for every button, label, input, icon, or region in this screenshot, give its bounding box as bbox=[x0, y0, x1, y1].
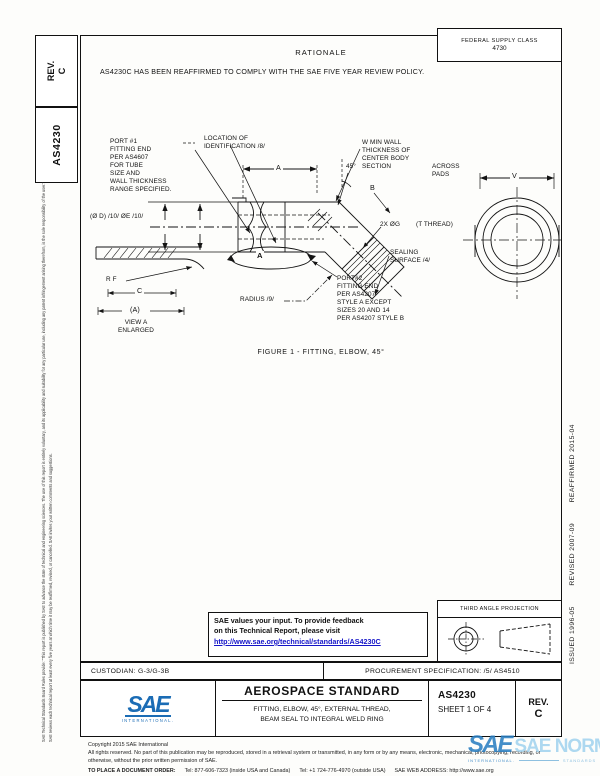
label-dim-a: A bbox=[274, 163, 283, 172]
label-45deg: 45° bbox=[346, 163, 356, 170]
doc-number-cell: AS4230 SHEET 1 OF 4 bbox=[429, 681, 516, 736]
rev-value: C bbox=[56, 67, 67, 75]
doc-number: AS4230 bbox=[438, 690, 476, 701]
view-a-detail bbox=[95, 246, 205, 315]
rev-cell-value: C bbox=[534, 708, 543, 720]
figure-caption: FIGURE 1 - FITTING, ELBOW, 45° bbox=[257, 349, 385, 356]
rev-cell-label: REV. bbox=[528, 697, 549, 707]
doc-type: AEROSPACE STANDARD bbox=[222, 681, 422, 701]
fsc-label: FEDERAL SUPPLY CLASS bbox=[461, 38, 538, 44]
tel-outside: Tel: +1 724-776-4970 (outside USA) bbox=[299, 767, 386, 774]
disclaimer-line-1: SAE Technical Standards Board Rules prov… bbox=[41, 182, 46, 743]
watermark-sae-logo: SAE bbox=[468, 731, 513, 758]
rationale-title: RATIONALE bbox=[295, 48, 347, 57]
custodian: CUSTODIAN: G-3/G-3B bbox=[81, 663, 324, 679]
rev-vertical-label: REV. C bbox=[35, 35, 78, 107]
fsc-value: 4730 bbox=[492, 45, 507, 52]
label-diameters: (Ø D) /10/ ØE /10/ bbox=[90, 213, 144, 220]
label-t-thread: (T THREAD) bbox=[416, 221, 453, 228]
watermark-sub-left: INTERNATIONAL. bbox=[468, 758, 515, 763]
label-dim-a-paren: (A) bbox=[128, 305, 142, 314]
label-dim-b: B bbox=[368, 183, 377, 192]
sheet-number: SHEET 1 OF 4 bbox=[438, 705, 492, 714]
rev-label: REV. bbox=[45, 60, 56, 82]
doc-number-box bbox=[35, 107, 78, 183]
title-block: SAE INTERNATIONAL. AEROSPACE STANDARD FI… bbox=[80, 680, 562, 737]
label-port1: PORT #1 FITTING END PER AS4607 FOR TUBE … bbox=[110, 138, 172, 193]
label-dim-g: 2X ØG bbox=[380, 221, 401, 228]
label-view-a: VIEW A ENLARGED bbox=[118, 319, 154, 334]
custodian-row: CUSTODIAN: G-3/G-3B PROCUREMENT SPECIFIC… bbox=[80, 662, 562, 680]
procurement-spec: PROCUREMENT SPECIFICATION: /5/ AS4510 bbox=[365, 667, 520, 675]
figure-1-drawing: PORT #1 FITTING END PER AS4607 FOR TUBE … bbox=[80, 125, 562, 363]
label-section-a: A bbox=[256, 251, 264, 261]
sae-logo: SAE INTERNATIONAL. bbox=[81, 681, 216, 736]
label-w-wall: W MIN WALL THICKNESS OF CENTER BODY SECT… bbox=[362, 139, 411, 170]
web-address: SAE WEB ADDRESS: http://www.sae.org bbox=[394, 767, 494, 774]
standard-title-cell: AEROSPACE STANDARD FITTING, ELBOW, 45°, … bbox=[216, 681, 429, 736]
watermark-text: SAE NORM bbox=[514, 736, 600, 757]
projection-symbol-icon bbox=[448, 622, 551, 656]
feedback-box: SAE values your input. To provide feedba… bbox=[208, 612, 428, 657]
feedback-line1: SAE values your input. To provide feedba… bbox=[214, 616, 364, 625]
feedback-line2: on this Technical Report, please visit bbox=[214, 626, 341, 636]
copyright: Copyright 2015 SAE International bbox=[88, 742, 169, 748]
sae-logo-sub: INTERNATIONAL. bbox=[121, 718, 175, 724]
label-sealing-surface: SEALING SURFACE /4/ bbox=[390, 249, 431, 264]
order-info: TO PLACE A DOCUMENT ORDER: Tel: 877-606-… bbox=[88, 767, 560, 776]
label-across-pads: ACROSS PADS bbox=[432, 163, 460, 178]
label-port2: PORT#2 FITTING END PER AS4207 STYLE A EX… bbox=[337, 275, 405, 322]
disclaimer-line-2: SAE reviews each technical report at lea… bbox=[48, 453, 54, 742]
end-view bbox=[463, 173, 562, 299]
feedback-link[interactable]: http://www.sae.org/technical/standards/A… bbox=[214, 636, 381, 646]
rationale-text: AS4230C HAS BEEN REAFFIRMED TO COMPLY WI… bbox=[100, 68, 425, 76]
revision-history: ISSUED 1996-05 REVISED 2007-09 REAFFIRME… bbox=[568, 424, 576, 664]
fitting-elbow-linework bbox=[95, 142, 562, 315]
rev-box bbox=[35, 35, 78, 107]
label-rf: R F bbox=[106, 276, 117, 283]
federal-supply-class-box: FEDERAL SUPPLY CLASS 4730 bbox=[437, 28, 562, 62]
watermark-sub-right: STANDARDS bbox=[562, 758, 597, 763]
sae-norm-watermark: SAE SAE NORM INTERNATIONAL. STANDARDS bbox=[468, 731, 600, 763]
label-location-id: LOCATION OF IDENTIFICATION /8/ bbox=[204, 135, 265, 150]
order-label: TO PLACE A DOCUMENT ORDER: bbox=[88, 767, 176, 774]
projection-label: THIRD ANGLE PROJECTION bbox=[438, 601, 561, 618]
rights-statement: All rights reserved. No part of this pub… bbox=[88, 750, 541, 765]
tel-inside: Tel: 877-606-7323 (inside USA and Canada… bbox=[184, 767, 291, 774]
label-dim-v: V bbox=[510, 171, 519, 180]
label-dim-c: C bbox=[135, 286, 145, 295]
phone-column-1: Tel: 877-606-7323 (inside USA and Canada… bbox=[185, 767, 291, 776]
watermark-divider bbox=[518, 760, 559, 761]
drawing-frame bbox=[80, 35, 562, 662]
doc-title: FITTING, ELBOW, 45°, EXTERNAL THREAD, BE… bbox=[253, 706, 391, 723]
sae-disclaimer: SAE Technical Standards Board Rules prov… bbox=[40, 171, 54, 742]
sae-logo-text: SAE bbox=[125, 690, 171, 717]
main-view bbox=[148, 142, 405, 302]
rev-cell: REV. C bbox=[516, 681, 561, 736]
projection-box: THIRD ANGLE PROJECTION bbox=[437, 600, 562, 662]
label-radius: RADIUS /9/ bbox=[240, 296, 275, 303]
phone-column-2: Tel: +1 724-776-4970 (outside USA) Email… bbox=[299, 767, 385, 776]
